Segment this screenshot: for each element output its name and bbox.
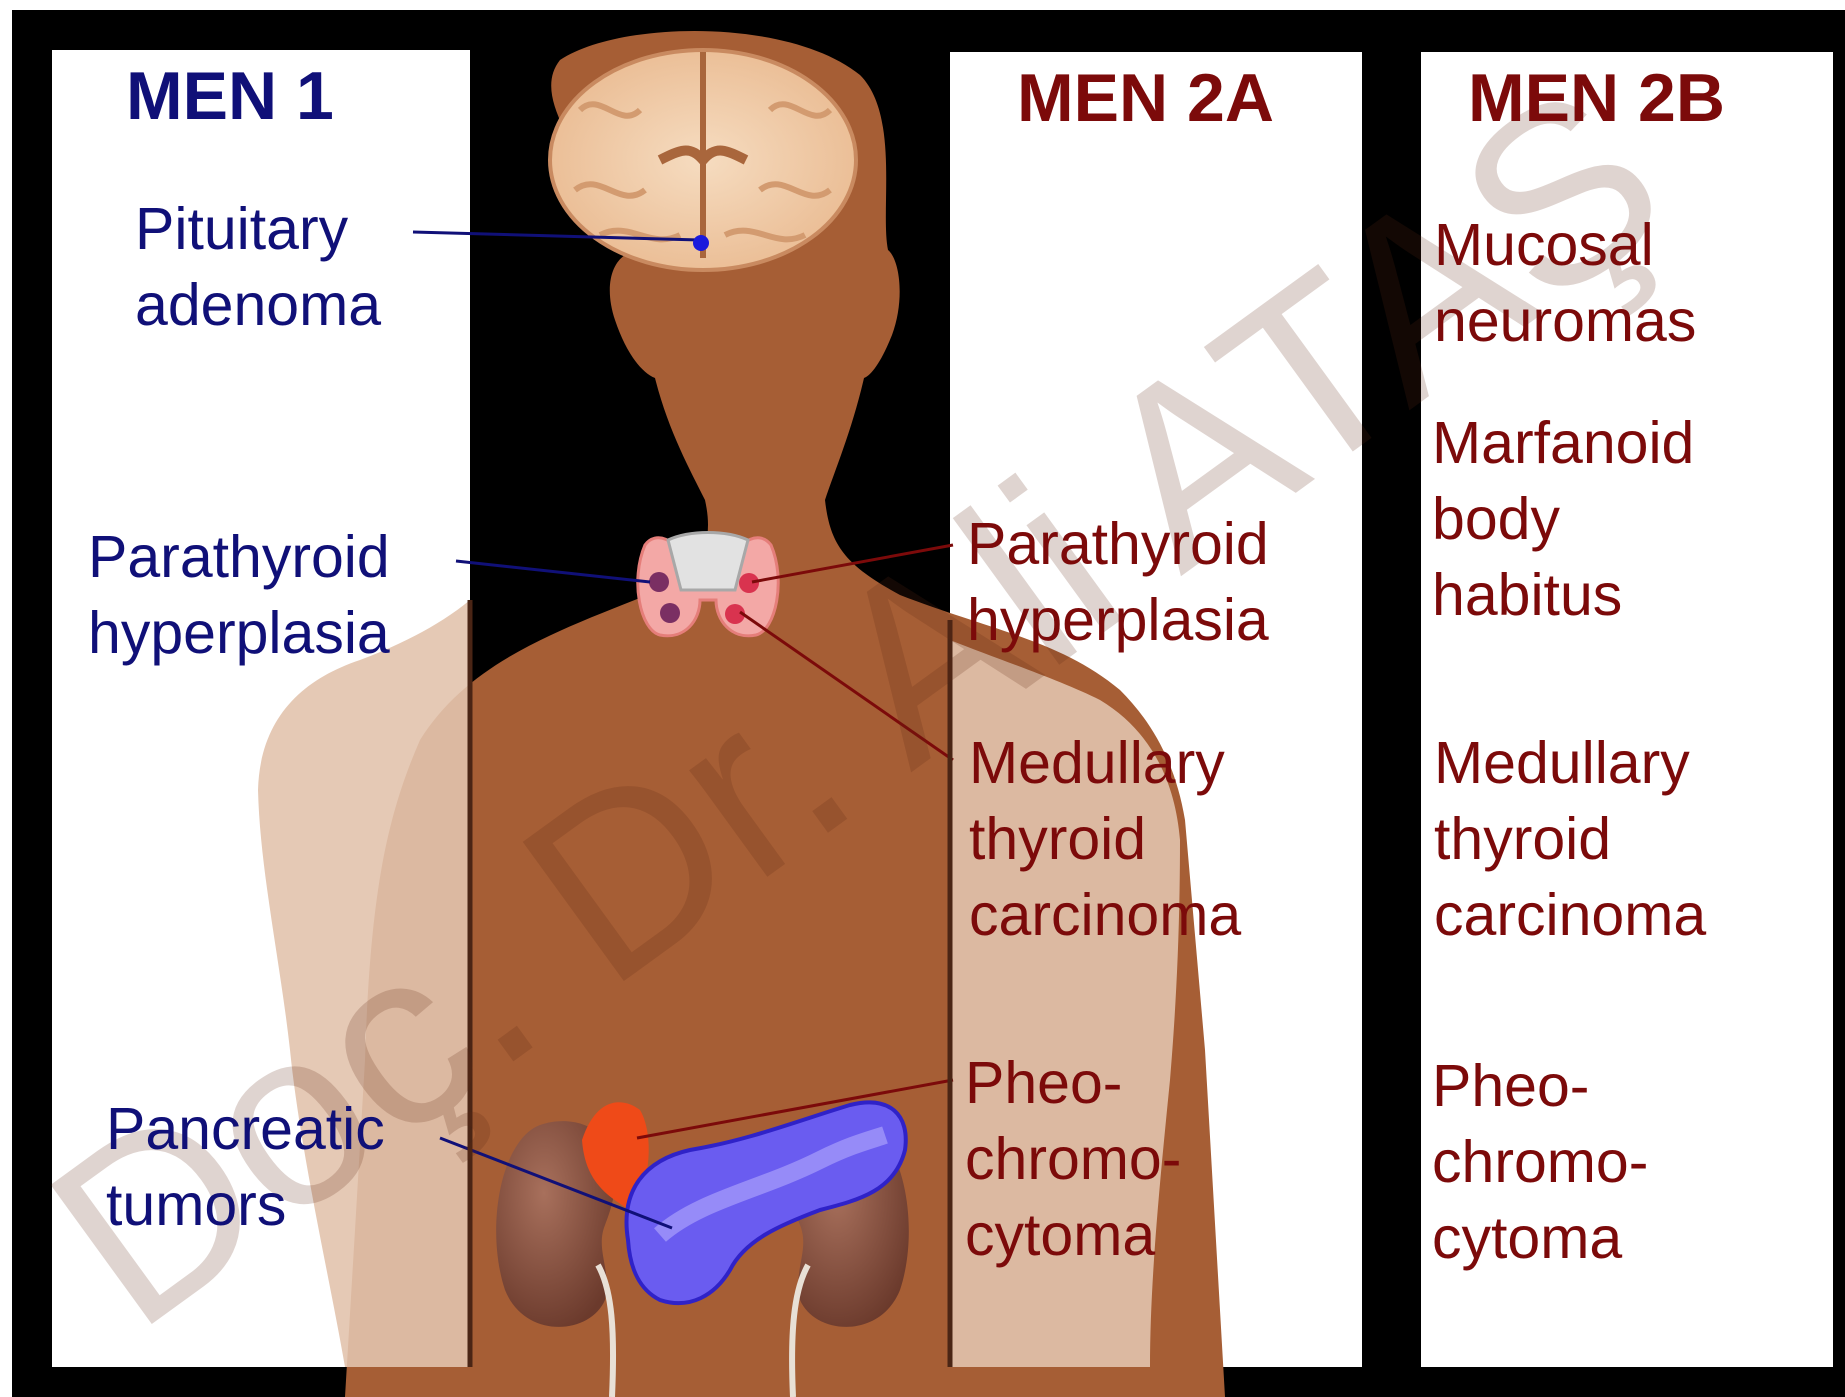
men2a-heading: MEN 2A bbox=[1017, 58, 1274, 138]
men2a-medullary-thyroid-carcinoma-label: Medullary thyroid carcinoma bbox=[969, 725, 1241, 953]
men2a-parathyroid-hyperplasia-label: Parathyroid hyperplasia bbox=[967, 506, 1269, 658]
men1-pancreatic-tumors-label: Pancreatic tumors bbox=[106, 1091, 385, 1243]
men2b-medullary-thyroid-carcinoma-label: Medullary thyroid carcinoma bbox=[1434, 725, 1706, 953]
men1-heading: MEN 1 bbox=[126, 56, 334, 136]
men1-parathyroid-hyperplasia-label: Parathyroid hyperplasia bbox=[88, 519, 390, 671]
men2b-heading: MEN 2B bbox=[1468, 58, 1725, 138]
men1-pituitary-adenoma-label: Pituitary adenoma bbox=[135, 191, 381, 343]
parathyroid-gland-men2a-upper bbox=[739, 573, 759, 593]
men2a-pheochromocytoma-label: Pheo- chromo- cytoma bbox=[965, 1045, 1181, 1273]
parathyroid-gland-men1-upper bbox=[649, 572, 669, 592]
men2b-pheochromocytoma-label: Pheo- chromo- cytoma bbox=[1432, 1048, 1648, 1276]
men2b-marfanoid-body-habitus-label: Marfanoid body habitus bbox=[1432, 405, 1694, 633]
pituitary-dot bbox=[693, 235, 709, 251]
men2b-mucosal-neuromas-label: Mucosal neuromas bbox=[1434, 207, 1696, 359]
parathyroid-gland-men1-lower bbox=[660, 603, 680, 623]
